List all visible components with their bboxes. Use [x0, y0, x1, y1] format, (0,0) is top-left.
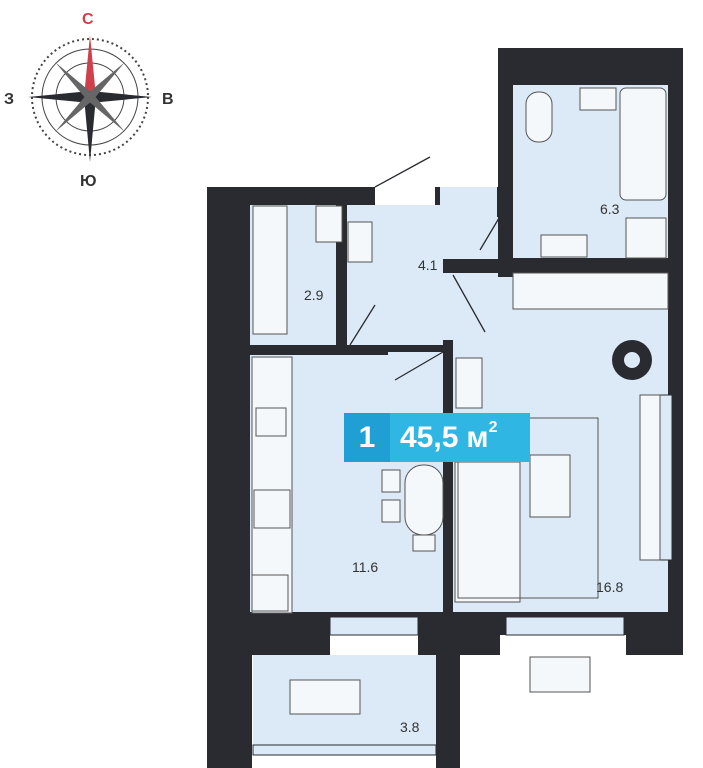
window-living-side [659, 394, 673, 561]
area-value: 45,5 [400, 420, 459, 454]
windows [252, 394, 673, 756]
window-balcony [252, 744, 437, 756]
compass-east-label: В [162, 91, 174, 108]
kitchen-area: 11.6 [352, 559, 378, 575]
coffee-table [529, 454, 571, 518]
hall-area: 4.1 [418, 257, 438, 273]
balcony-bench [289, 679, 361, 715]
window-living [505, 616, 625, 636]
compass-needle-north [84, 35, 96, 97]
compass: С Ю З В [4, 11, 174, 190]
kitchen-sink [255, 407, 287, 437]
doors [349, 156, 506, 381]
sofa [454, 461, 521, 603]
compass-needle-west [28, 91, 90, 103]
toilet [525, 91, 553, 143]
bathtub [619, 87, 667, 201]
compass-south-label: Ю [80, 173, 97, 190]
fridge [251, 574, 289, 612]
total-area: 45,5 м2 [390, 413, 530, 462]
chair-1 [381, 469, 401, 493]
plant-icon [612, 340, 652, 380]
area-unit-power: 2 [488, 418, 498, 436]
compass-west-label: З [4, 91, 14, 108]
ac-unit [529, 656, 591, 693]
vanity [540, 234, 588, 258]
chair-3 [412, 534, 436, 552]
bathroom-area: 6.3 [600, 201, 620, 217]
living-area: 16.8 [596, 579, 623, 595]
living-wardrobe [512, 272, 669, 310]
kitchen-counter [251, 356, 293, 614]
apartment-badge: 1 45,5 м2 [344, 413, 530, 462]
washing-machine [625, 217, 667, 259]
area-unit: м2 [466, 418, 498, 455]
shelf-living [455, 357, 483, 409]
compass-needle-south [84, 97, 96, 162]
chair-2 [381, 499, 401, 523]
tv-stand [639, 394, 661, 561]
balcony-area: 3.8 [400, 719, 420, 735]
compass-needle-east [90, 91, 152, 103]
shoe-rack [315, 205, 343, 243]
window-kitchen [329, 616, 419, 636]
wardrobe-shelves [252, 205, 288, 335]
coat-hanger [347, 221, 373, 263]
sink-bathroom [579, 87, 617, 111]
area-unit-letter: м [466, 420, 489, 454]
compass-north-label: С [82, 11, 94, 28]
wardrobe-area: 2.9 [304, 287, 324, 303]
room-count: 1 [344, 413, 390, 462]
dining-table [404, 464, 444, 536]
furniture [251, 87, 669, 715]
stove [253, 489, 291, 529]
